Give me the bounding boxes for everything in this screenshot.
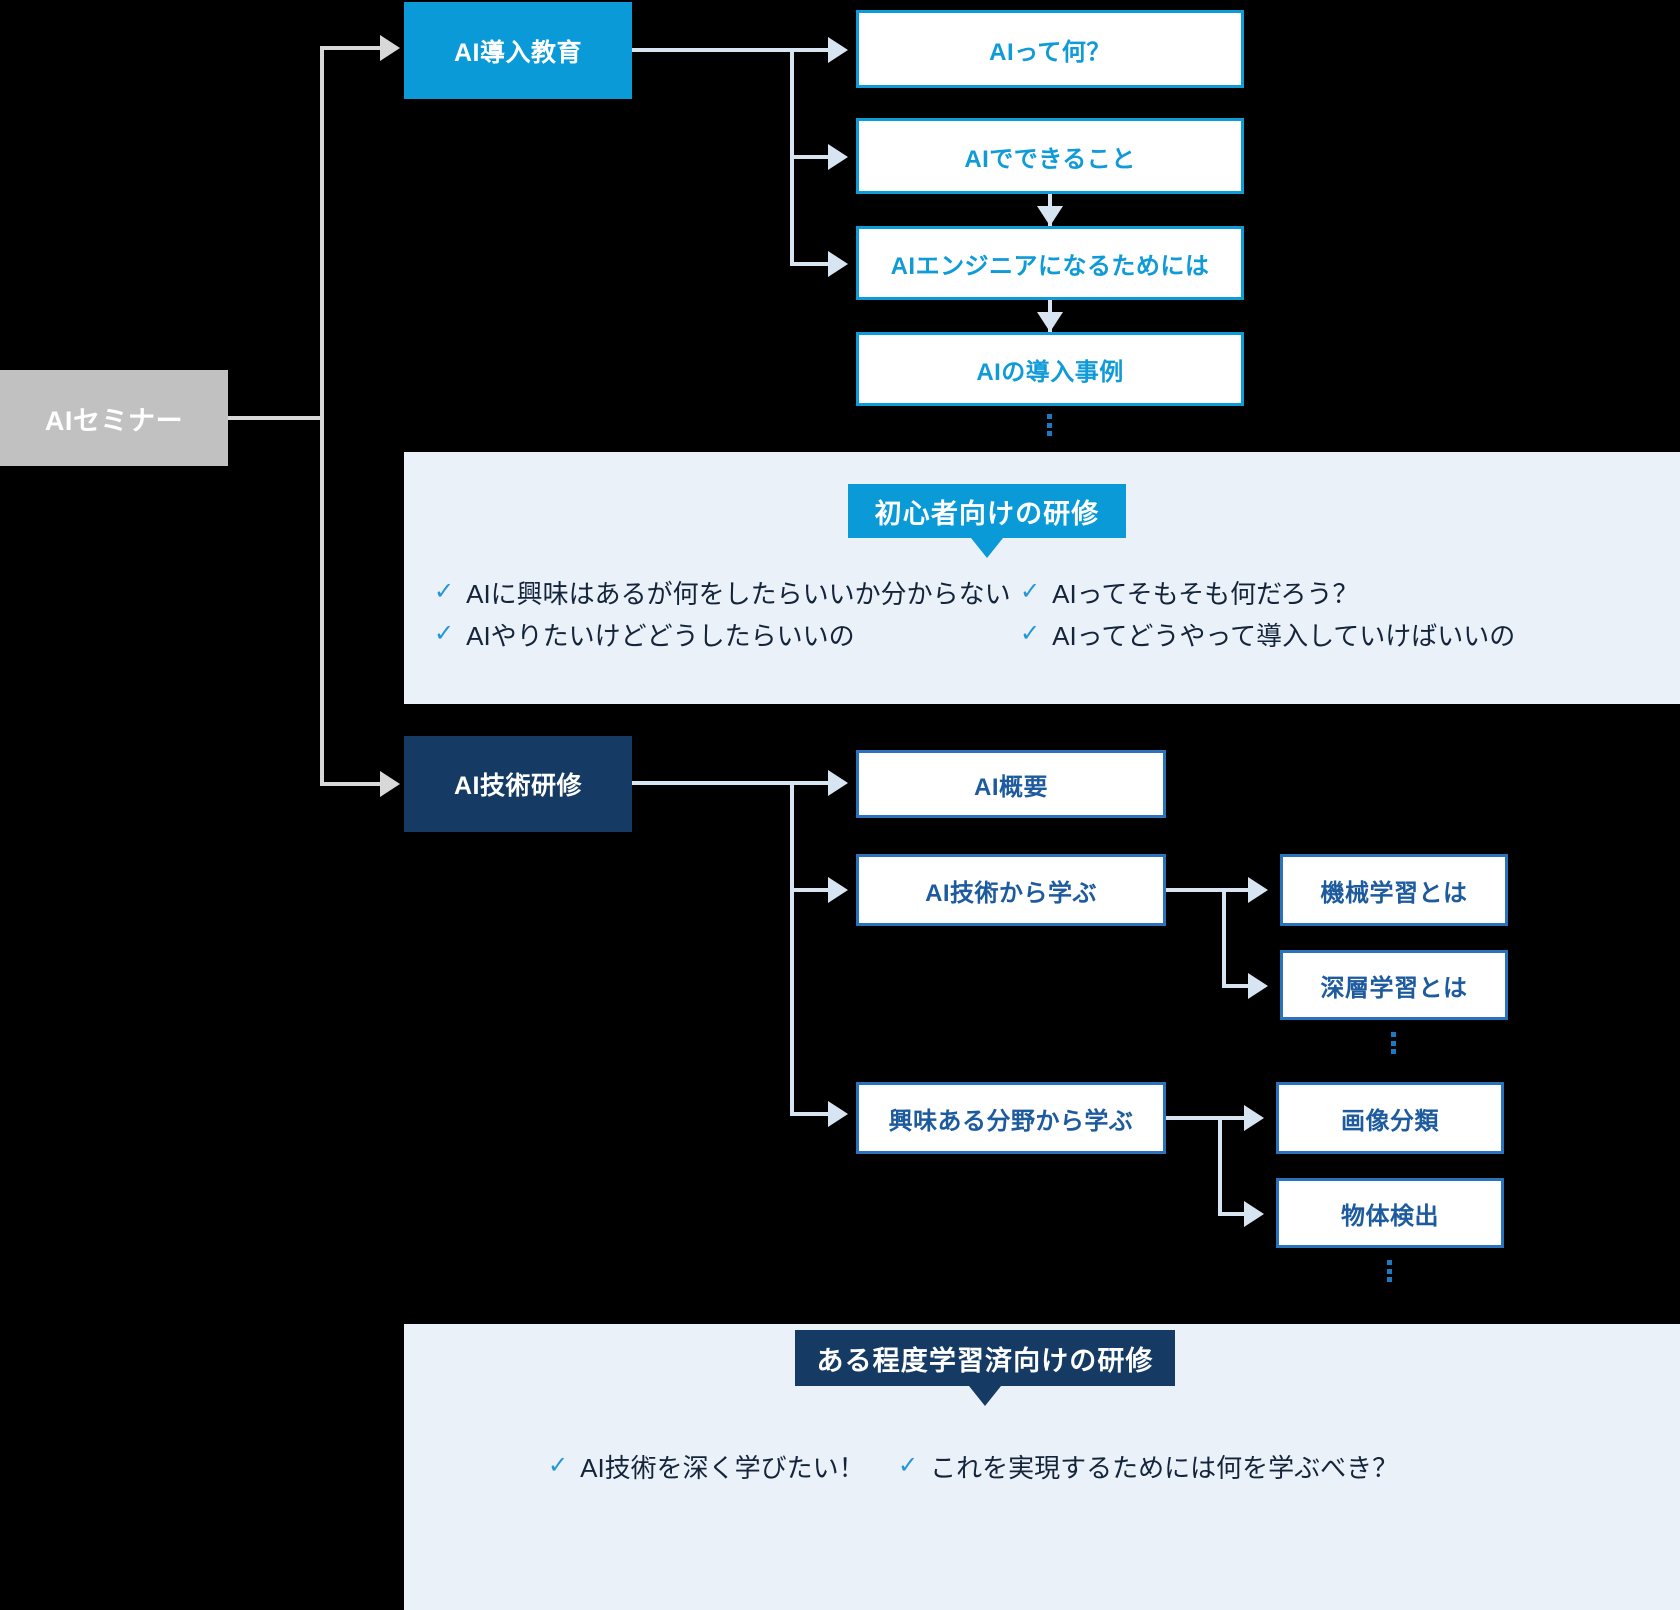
node-leaf-learn-from-ai-technology[interactable]: AI技術から学ぶ <box>856 854 1166 926</box>
arrowhead-intro-child-2-icon <box>828 144 848 170</box>
connector-learn-tech-trunk <box>1222 888 1226 988</box>
list-item-label: AIに興味はあるが何をしたらいいか分からない <box>466 579 1011 609</box>
connector-technical-out <box>632 781 794 785</box>
node-root-ai-seminar[interactable]: AIセミナー <box>0 370 228 466</box>
check-icon: ✓ <box>1020 578 1041 605</box>
check-icon: ✓ <box>898 1452 919 1479</box>
node-leaf-what-ai-can-do-label: AIでできること <box>964 145 1136 173</box>
list-item: ✓ AI技術を深く学びたい！ <box>548 1452 898 1494</box>
connector-root-to-technical <box>320 782 380 786</box>
node-leaf-machine-learning[interactable]: 機械学習とは <box>1280 854 1508 926</box>
connector-intro-child-3 <box>790 262 830 266</box>
check-icon: ✓ <box>434 578 455 605</box>
panel-intermediate-bullet-list: ✓ AI技術を深く学びたい！ ✓ これを実現するためには何を学ぶべき？ <box>548 1452 1548 1494</box>
list-item: ✓ これを実現するためには何を学ぶべき？ <box>898 1452 1538 1494</box>
connector-root-out <box>228 416 324 420</box>
connector-technical-child-3 <box>790 1112 830 1116</box>
connector-intro-child-2 <box>790 155 830 159</box>
arrowhead-technical-child-1-icon <box>828 770 848 796</box>
connector-root-to-intro <box>320 46 380 50</box>
node-category-ai-technical-training[interactable]: AI技術研修 <box>404 736 632 832</box>
arrowhead-learn-field-g2-icon <box>1244 1201 1264 1227</box>
list-item: ✓ AIってそもそも何だろう？ <box>1020 578 1620 620</box>
arrowhead-intro-c3-to-c4-icon <box>1037 312 1063 332</box>
panel-intermediate-tag-label: ある程度学習済向けの研修 <box>816 1345 1154 1376</box>
check-icon: ✓ <box>434 620 455 647</box>
node-leaf-deep-learning[interactable]: 深層学習とは <box>1280 950 1508 1020</box>
node-leaf-ai-overview-label: AI概要 <box>974 773 1048 801</box>
arrowhead-root-to-intro-icon <box>380 35 400 61</box>
check-icon: ✓ <box>1020 620 1041 647</box>
node-leaf-learn-from-field-of-interest-label: 興味ある分野から学ぶ <box>888 1107 1134 1135</box>
continuation-dots-intro-icon <box>1047 414 1052 436</box>
node-category-ai-introduction-education[interactable]: AI導入教育 <box>404 2 632 99</box>
arrowhead-intro-c2-to-c3-icon <box>1037 206 1063 226</box>
node-leaf-learn-from-field-of-interest[interactable]: 興味ある分野から学ぶ <box>856 1082 1166 1154</box>
connector-intro-out <box>632 48 794 52</box>
list-item-label: これを実現するためには何を学ぶべき？ <box>930 1453 1399 1483</box>
node-leaf-learn-from-ai-technology-label: AI技術から学ぶ <box>925 879 1097 907</box>
list-item-label: AIやりたいけどどうしたらいいの <box>466 621 855 651</box>
arrowhead-technical-child-3-icon <box>828 1101 848 1127</box>
arrowhead-technical-child-2-icon <box>828 877 848 903</box>
connector-learn-tech-g1 <box>1222 888 1250 892</box>
node-leaf-object-detection-label: 物体検出 <box>1341 1202 1439 1230</box>
connector-learn-field-g1 <box>1218 1116 1246 1120</box>
connector-learn-field-g2 <box>1218 1212 1246 1216</box>
node-leaf-ai-overview[interactable]: AI概要 <box>856 750 1166 818</box>
list-item: ✓ AIに興味はあるが何をしたらいいか分からない <box>434 578 1020 620</box>
node-leaf-what-is-ai-label: AIって何？ <box>989 38 1111 66</box>
panel-beginner-tag-label: 初心者向けの研修 <box>874 498 1100 529</box>
node-leaf-image-classification[interactable]: 画像分類 <box>1276 1082 1504 1154</box>
node-category-technical-label: AI技術研修 <box>453 772 582 800</box>
arrowhead-learn-tech-g2-icon <box>1248 973 1268 999</box>
list-item-label: AIってどうやって導入していけばいいの <box>1052 621 1516 651</box>
panel-beginner-tag: 初心者向けの研修 <box>848 484 1126 538</box>
continuation-dots-deep-learning-icon <box>1391 1032 1396 1054</box>
node-category-intro-label: AI導入教育 <box>453 38 582 67</box>
node-leaf-machine-learning-label: 機械学習とは <box>1320 879 1468 907</box>
connector-learn-field-out <box>1166 1116 1222 1120</box>
connector-intro-child-1 <box>790 48 830 52</box>
check-icon: ✓ <box>548 1452 569 1479</box>
connector-root-trunk-up <box>320 48 324 418</box>
arrowhead-intro-child-1-icon <box>828 37 848 63</box>
panel-intermediate-tag-notch-icon <box>969 1386 1001 1406</box>
connector-learn-field-trunk <box>1218 1116 1222 1216</box>
connector-learn-tech-out <box>1166 888 1226 892</box>
connector-learn-tech-g2 <box>1222 984 1250 988</box>
list-item-label: AIってそもそも何だろう？ <box>1052 579 1359 609</box>
connector-technical-child-2 <box>790 888 830 892</box>
node-leaf-ai-adoption-cases[interactable]: AIの導入事例 <box>856 332 1244 406</box>
connector-technical-trunk <box>790 781 794 1116</box>
node-leaf-object-detection[interactable]: 物体検出 <box>1276 1178 1504 1248</box>
list-item-label: AI技術を深く学びたい！ <box>580 1453 865 1483</box>
node-leaf-become-ai-engineer-label: AIエンジニアになるためには <box>890 252 1210 280</box>
arrowhead-root-to-technical-icon <box>380 771 400 797</box>
node-leaf-deep-learning-label: 深層学習とは <box>1320 974 1468 1002</box>
node-leaf-what-ai-can-do[interactable]: AIでできること <box>856 118 1244 194</box>
connector-technical-child-1 <box>790 781 830 785</box>
panel-beginner-bullet-list: ✓ AIに興味はあるが何をしたらいいか分からない ✓ AIってそもそも何だろう？… <box>434 578 1634 662</box>
node-root-label: AIセミナー <box>44 405 184 436</box>
node-leaf-ai-adoption-cases-label: AIの導入事例 <box>976 358 1124 386</box>
node-leaf-what-is-ai[interactable]: AIって何？ <box>856 10 1244 88</box>
node-leaf-image-classification-label: 画像分類 <box>1341 1107 1439 1135</box>
list-item: ✓ AIやりたいけどどうしたらいいの <box>434 620 1020 662</box>
panel-intermediate-tag: ある程度学習済向けの研修 <box>795 1330 1175 1386</box>
node-leaf-become-ai-engineer[interactable]: AIエンジニアになるためには <box>856 226 1244 300</box>
panel-beginner-tag-notch-icon <box>971 538 1003 558</box>
list-item: ✓ AIってどうやって導入していけばいいの <box>1020 620 1620 662</box>
continuation-dots-object-detection-icon <box>1387 1260 1392 1282</box>
arrowhead-learn-field-g1-icon <box>1244 1105 1264 1131</box>
connector-root-trunk-down <box>320 416 324 786</box>
arrowhead-learn-tech-g1-icon <box>1248 877 1268 903</box>
arrowhead-intro-child-3-icon <box>828 251 848 277</box>
